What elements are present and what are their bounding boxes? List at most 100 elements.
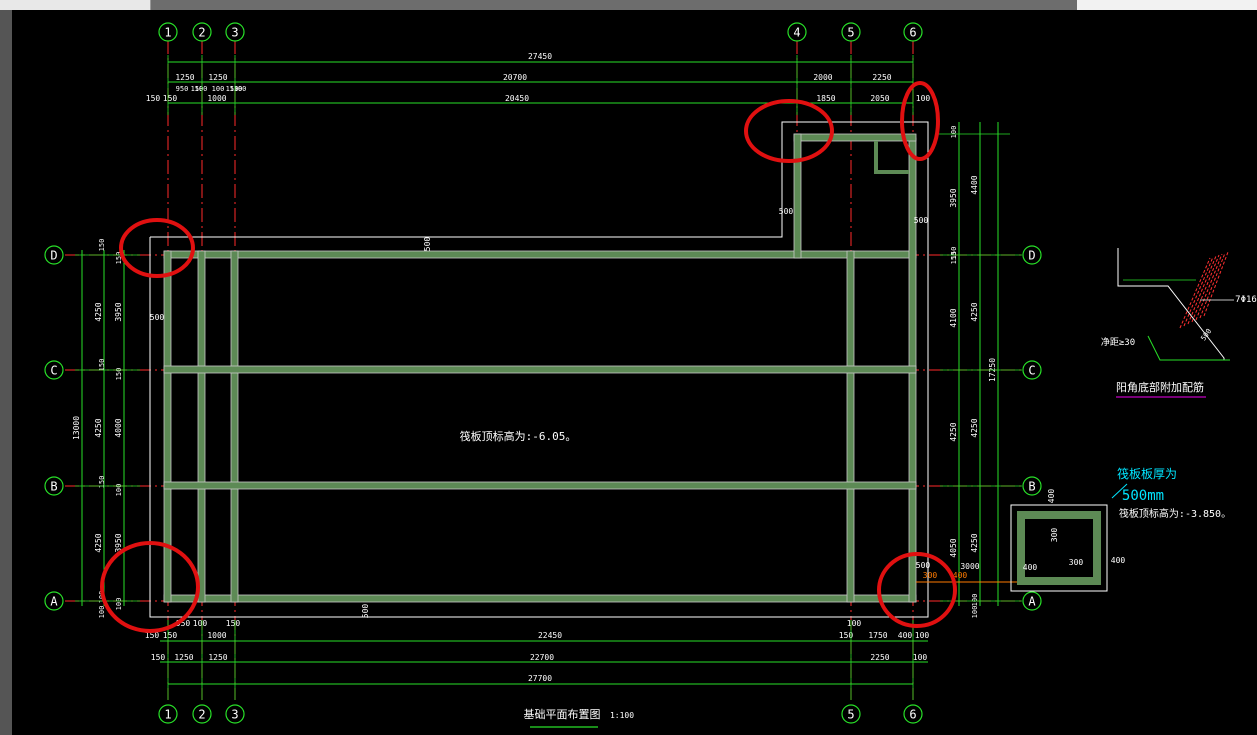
grid-bubble-top-5-label: 5 <box>847 26 854 40</box>
pit-outer-outline <box>1010 504 1108 592</box>
dim-text: 22700 <box>530 653 554 662</box>
dim-text: 3950 <box>114 533 123 552</box>
dim-text: 100 <box>212 85 225 93</box>
dim-text: 100 <box>115 598 123 611</box>
dim-text: 1000 <box>207 94 226 103</box>
dim-text: 150 <box>98 359 106 372</box>
dim-text: 400 <box>898 631 913 640</box>
pit-note-1: 筏板板厚为 <box>1117 467 1177 481</box>
grid-bubble-bottom-3-circle <box>225 704 245 724</box>
dim-text: 4250 <box>970 418 979 437</box>
grid-bubble-right-A-label: A <box>1028 595 1036 609</box>
dim-text: 100 <box>916 94 931 103</box>
grid-bubble-top-1-label: 1 <box>164 26 171 40</box>
wall-segment <box>163 250 172 603</box>
grid-bubble-top-3-label: 3 <box>231 26 238 40</box>
rebar-line <box>1199 252 1226 319</box>
dim-text: 100 <box>950 126 958 139</box>
dim-text: 1000 <box>207 631 226 640</box>
wall-segment <box>793 133 802 259</box>
thickness-mark: 3000 <box>960 562 979 571</box>
thickness-mark: 500 <box>150 313 165 322</box>
grid-bubble-left-A-label: A <box>50 595 58 609</box>
slab-outline <box>149 121 929 618</box>
grid-bubble-bottom-1-label: 1 <box>164 708 171 722</box>
grid-bubble-bottom-5-circle <box>841 704 861 724</box>
grid-bubble-bottom-3-label: 3 <box>231 708 238 722</box>
dim-text: 4000 <box>114 418 123 437</box>
foundation-walls <box>163 133 917 603</box>
dim-text: 4100 <box>949 308 958 327</box>
dim-text: 20700 <box>503 73 527 82</box>
pit-note-2: 500mm <box>1122 488 1164 504</box>
dim-text: 100 <box>847 619 862 628</box>
dim-text: 150 <box>226 85 239 93</box>
thickness-mark: 400 <box>953 571 968 580</box>
markup-ellipse <box>100 541 200 633</box>
window-top-bar <box>0 0 1257 10</box>
pit-dim: 300 <box>1050 528 1059 543</box>
dim-text: 100 <box>234 85 247 93</box>
wall-segment <box>230 250 239 603</box>
dim-text: 27450 <box>528 52 552 61</box>
markup-ellipse <box>119 218 195 278</box>
dim-text: 150 <box>98 476 106 489</box>
thickness-mark: 500 <box>916 561 931 570</box>
grid-bubble-top-1-circle <box>158 22 178 42</box>
dim-text: 13000 <box>72 416 81 440</box>
thickness-mark: 500 <box>914 216 929 225</box>
dim-text: 150 <box>950 252 958 265</box>
plan-labels: 筏板顶标高为:-6.05。500500500500500500300300040… <box>150 207 980 618</box>
grid-bubble-right-A-circle <box>1022 591 1042 611</box>
dim-text: 100 <box>915 631 930 640</box>
wall-segment <box>163 250 917 259</box>
pit-dim: 300 <box>1069 558 1084 567</box>
drawing-tab[interactable] <box>0 0 151 10</box>
grid-bubble-bottom-2-circle <box>192 704 212 724</box>
wall-segment <box>163 365 917 374</box>
dim-text: 150 <box>839 631 854 640</box>
dim-text: 1750 <box>868 631 887 640</box>
grid-bubble-bottom-2-label: 2 <box>198 708 205 722</box>
wall-segment <box>846 250 855 603</box>
stair-wall <box>874 141 909 174</box>
dim-text: 150 <box>950 247 958 260</box>
grid-bubble-top-3-circle <box>225 22 245 42</box>
markup-ellipse <box>877 552 957 628</box>
dim-text: 150 <box>191 85 204 93</box>
grid-bubble-right-D-label: D <box>1028 249 1035 263</box>
drawing-scale: 1:100 <box>610 711 634 720</box>
dim-text: 4250 <box>94 533 103 552</box>
dim-text: 4250 <box>94 418 103 437</box>
grid-bubble-bottom-6-circle <box>903 704 923 724</box>
thickness-mark: 500 <box>423 237 432 252</box>
dim-text: 4250 <box>970 533 979 552</box>
rebar-line <box>1191 254 1220 323</box>
dim-text: 150 <box>115 252 123 265</box>
grid-bubble-left-D-circle <box>44 245 64 265</box>
grid-bubble-right-B-label: B <box>1028 480 1035 494</box>
pit-wall <box>1017 511 1101 585</box>
rebar-spacing: 净距≥30 <box>1101 336 1135 348</box>
pit-dim: 400 <box>1111 556 1126 565</box>
dim-text: 100 <box>98 606 106 619</box>
dim-text: 150 <box>115 368 123 381</box>
dim-text: 100 <box>971 594 979 607</box>
wall-segment <box>163 594 917 603</box>
thickness-mark: 500 <box>779 207 794 216</box>
dim-text: 2250 <box>870 653 889 662</box>
dim-text: 150 <box>151 653 166 662</box>
pit-note-3: 筏板顶标高为:-3.850。 <box>1119 507 1231 520</box>
rebar-line <box>1203 251 1229 317</box>
grid-bubble-top-2-circle <box>192 22 212 42</box>
dim-text: 1250 <box>208 73 227 82</box>
left-panel-edge <box>0 10 12 735</box>
dim-text: 4400 <box>970 175 979 194</box>
dim-text: 4250 <box>94 302 103 321</box>
rebar-title: 阳角底部附加配筋 <box>1116 380 1204 394</box>
